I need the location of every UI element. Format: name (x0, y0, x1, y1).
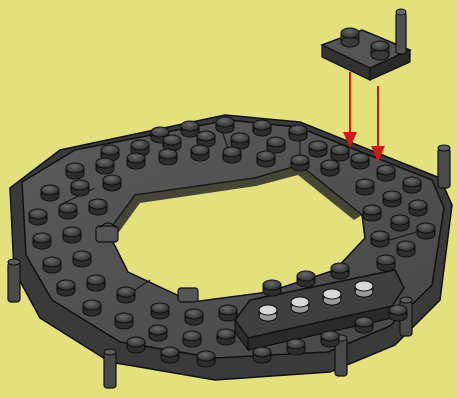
stud (43, 257, 61, 273)
stud (383, 191, 401, 207)
post-left (8, 259, 20, 302)
stud (253, 347, 271, 363)
clip-left (96, 223, 118, 242)
highlighted-stud (291, 297, 309, 313)
stud (356, 179, 374, 195)
post-front-left (104, 349, 116, 388)
stud (115, 313, 133, 329)
stud (191, 145, 209, 161)
stud (267, 137, 285, 153)
stud (321, 160, 339, 176)
stud (363, 205, 381, 221)
stud (217, 329, 235, 345)
stud (161, 347, 179, 363)
stud (263, 280, 281, 296)
stud (331, 263, 349, 279)
stud (355, 317, 373, 333)
new-part-stud-1 (341, 28, 359, 47)
stud (103, 175, 121, 191)
stud (29, 209, 47, 225)
highlighted-stud (259, 305, 277, 321)
stud (377, 255, 395, 271)
stud (181, 121, 199, 137)
clip-bottom (178, 288, 198, 302)
stud (289, 125, 307, 141)
stud (216, 117, 234, 133)
stud (297, 271, 315, 287)
stud (96, 158, 114, 174)
stud (63, 227, 81, 243)
stud (371, 231, 389, 247)
stud (389, 305, 407, 321)
stud (57, 280, 75, 296)
stud (127, 337, 145, 353)
post-back-right (438, 145, 450, 188)
stud (287, 339, 305, 355)
stud (219, 305, 237, 321)
highlighted-stud (355, 281, 373, 297)
stud (331, 145, 349, 161)
stud (391, 215, 409, 231)
stud (197, 351, 215, 367)
highlighted-stud (323, 289, 341, 305)
stud (149, 325, 167, 341)
new-part-stud-2 (371, 41, 389, 60)
stud (89, 199, 107, 215)
stud (351, 153, 369, 169)
stud (403, 177, 421, 193)
stud (163, 135, 181, 151)
stud (377, 165, 395, 181)
stud (83, 300, 101, 316)
stud (321, 331, 339, 347)
stud (151, 303, 169, 319)
stud (417, 223, 435, 239)
stud (257, 151, 275, 167)
stud (185, 309, 203, 325)
stud (183, 331, 201, 347)
new-part-bar (396, 9, 406, 54)
stud (71, 180, 89, 196)
stud (41, 185, 59, 201)
stud (127, 153, 145, 169)
stud (223, 147, 241, 163)
stud (253, 120, 271, 136)
stud (33, 233, 51, 249)
stud (87, 275, 105, 291)
stud (159, 149, 177, 165)
stud (73, 251, 91, 267)
stud (309, 141, 327, 157)
stud (66, 163, 84, 179)
stud (291, 155, 309, 171)
stud (397, 241, 415, 257)
stud (409, 200, 427, 216)
stud (117, 287, 135, 303)
stud (59, 203, 77, 219)
